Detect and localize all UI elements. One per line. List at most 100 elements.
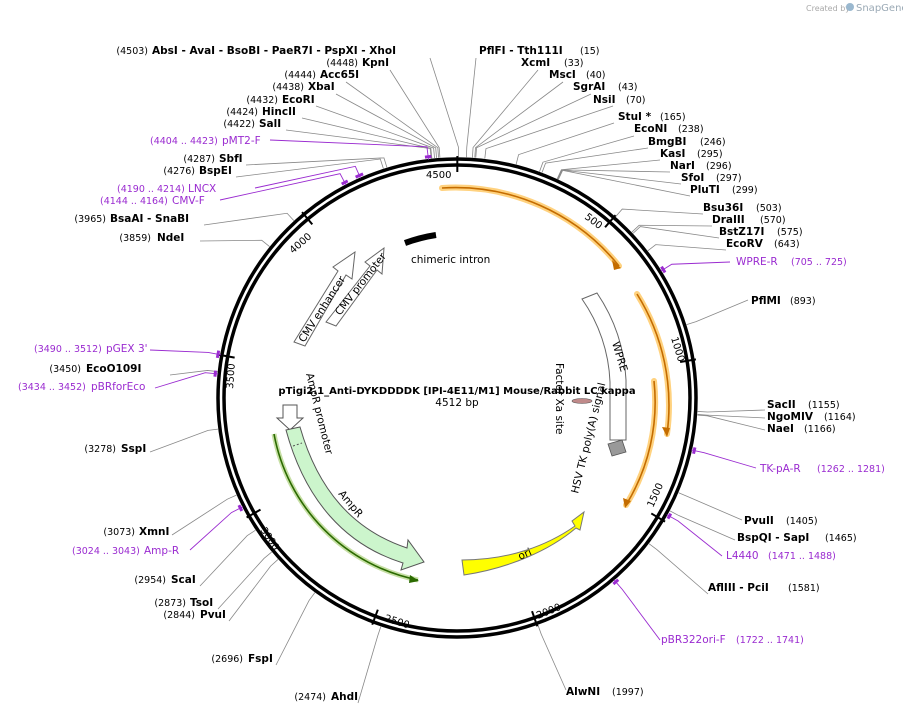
site-label-ngomiv[interactable]: NgoMIV	[767, 411, 814, 423]
primer-lncx[interactable]: LNCX	[188, 183, 216, 195]
feature-orf-arc[interactable]	[439, 184, 672, 508]
site-label-scai[interactable]: ScaI	[171, 574, 196, 586]
primer-binding-mark[interactable]	[660, 265, 667, 274]
site-label-bmgbi[interactable]: BmgBI	[648, 136, 686, 148]
primer-binding-mark[interactable]	[237, 504, 244, 512]
cmv-promoter-arrow[interactable]	[325, 246, 385, 327]
site-pos: (3965)	[74, 214, 106, 225]
site-label-msci[interactable]: MscI	[549, 69, 576, 81]
site-label-alwni[interactable]: AlwNI	[566, 686, 600, 698]
left-site-labels: (4503) AbsI - AvaI - BsoBI - PaeR7I - Ps…	[49, 45, 396, 703]
primer-binding-mark[interactable]	[612, 578, 620, 586]
site-label-nsii[interactable]: NsiI	[593, 94, 616, 106]
primer-binding-mark[interactable]	[341, 179, 349, 186]
ori-feature[interactable]	[461, 510, 585, 576]
site-label-bspei[interactable]: BspEI	[199, 165, 232, 177]
primer-pgex3[interactable]: pGEX 3'	[106, 343, 148, 355]
site-label-pcii-group[interactable]: AflIII - PciI	[708, 582, 769, 594]
site-label-sapi-group[interactable]: BspQI - SapI	[737, 532, 809, 544]
ampr-orf-arrowhead	[409, 575, 419, 583]
primer-binding-mark[interactable]	[215, 350, 221, 359]
site-label-tth111i-group[interactable]: PflFI - Tth111I	[479, 45, 563, 57]
ampr-feature[interactable]	[285, 426, 425, 571]
site-leader-line	[169, 370, 218, 376]
site-label-bstz17i[interactable]: BstZ17I	[719, 226, 764, 238]
primer-leader-line	[691, 449, 757, 469]
site-label-tsoi[interactable]: TsoI	[190, 597, 213, 609]
site-label-sali[interactable]: SalI	[259, 118, 281, 130]
site-pos: (3278)	[84, 444, 116, 455]
site-label-draiii[interactable]: DraIII	[712, 214, 745, 226]
site-pos: (893)	[790, 296, 816, 307]
site-label-acc65i[interactable]: Acc65I	[320, 69, 359, 81]
wpre-feature[interactable]	[581, 292, 627, 441]
site-label-xhoi-group[interactable]: AbsI - AvaI - BsoBI - PaeR7I - PspXI - X…	[152, 45, 396, 57]
site-leader-line	[515, 122, 615, 165]
site-pos: (2696)	[211, 654, 243, 665]
position-tick	[604, 214, 617, 228]
primer-tk-pa-r[interactable]: TK-pA-R	[759, 463, 801, 475]
tick-3000: 3000	[258, 526, 281, 553]
primer-pbr322ori-f[interactable]: pBR322ori-F	[661, 634, 726, 646]
chimeric-intron-bar[interactable]	[403, 232, 437, 246]
chimeric-intron-label: chimeric intron	[411, 254, 490, 266]
primer-pbrforeco[interactable]: pBRforEco	[91, 381, 145, 393]
primer-amp-r[interactable]: Amp-R	[144, 545, 179, 557]
position-tick	[246, 508, 261, 519]
site-label-pluti[interactable]: PluTI	[690, 184, 720, 196]
site-label-pflmi[interactable]: PflMI	[751, 295, 781, 307]
site-label-sspi[interactable]: SspI	[121, 443, 146, 455]
site-label-xmni[interactable]: XmnI	[139, 526, 169, 538]
primer-wpre-r[interactable]: WPRE-R	[736, 256, 778, 268]
primer-binding-mark[interactable]	[424, 154, 432, 159]
site-label-sgrai[interactable]: SgrAI	[573, 81, 605, 93]
site-label-bsu36i[interactable]: Bsu36I	[703, 202, 743, 214]
site-label-ecori[interactable]: EcoRI	[282, 94, 315, 106]
site-label-ndei[interactable]: NdeI	[157, 232, 184, 244]
site-label-econi[interactable]: EcoNI	[634, 123, 667, 135]
primer-pmt2-f[interactable]: pMT2-F	[222, 135, 261, 147]
site-label-sbfi[interactable]: SbfI	[219, 153, 243, 165]
site-leader-line	[647, 244, 727, 252]
primer-binding-mark[interactable]	[666, 512, 673, 520]
site-leader-line	[632, 226, 720, 239]
site-leader-line	[472, 69, 539, 158]
primer-range: (1471 .. 1488)	[768, 551, 836, 562]
primer-l4440[interactable]: L4440	[726, 550, 759, 562]
right-site-labels: PflFI - Tth111I (15) XcmI (33) MscI (40)…	[479, 45, 857, 698]
site-leader-line	[228, 559, 279, 622]
site-label-naei[interactable]: NaeI	[767, 423, 794, 435]
hsv-tk-polya-feature[interactable]	[607, 439, 627, 457]
site-label-fspi[interactable]: FspI	[248, 653, 273, 665]
site-leader-line	[557, 169, 682, 185]
primer-leader-line	[149, 349, 222, 356]
site-label-xcmi[interactable]: XcmI	[521, 57, 550, 69]
primer-binding-mark[interactable]	[692, 447, 697, 454]
site-pos: (1465)	[825, 533, 857, 544]
site-label-ecorv[interactable]: EcoRV	[726, 238, 764, 250]
position-tick	[531, 610, 539, 627]
primer-cmv-f[interactable]: CMV-F	[172, 195, 205, 207]
primer-range: (1262 .. 1281)	[817, 464, 885, 475]
site-label-pvui[interactable]: PvuI	[200, 609, 226, 621]
primer-binding-mark[interactable]	[355, 172, 364, 179]
site-pos: (1155)	[808, 400, 840, 411]
site-label-sacii[interactable]: SacII	[767, 399, 796, 411]
site-label-ecoo109i[interactable]: EcoO109I	[86, 363, 141, 375]
site-label-hincii[interactable]: HincII	[262, 106, 296, 118]
ampr-promoter-arrow[interactable]	[275, 404, 305, 431]
site-label-kpni[interactable]: KpnI	[362, 57, 389, 69]
factor-xa-site-mark[interactable]	[571, 398, 593, 404]
cmv-enhancer-arrow[interactable]	[293, 250, 356, 347]
site-leader-line	[275, 592, 316, 666]
site-label-pvuii[interactable]: PvuII	[744, 515, 774, 527]
site-label-nari[interactable]: NarI	[670, 160, 695, 172]
site-label-sfoi[interactable]: SfoI	[681, 172, 704, 184]
site-label-ahdi[interactable]: AhdI	[331, 691, 358, 703]
site-label-kasi[interactable]: KasI	[660, 148, 685, 160]
primer-binding-mark[interactable]	[213, 370, 218, 377]
site-label-stui[interactable]: StuI *	[618, 111, 652, 123]
site-label-xbai[interactable]: XbaI	[308, 81, 335, 93]
site-label-snabi-group[interactable]: BsaAI - SnaBI	[110, 213, 189, 225]
